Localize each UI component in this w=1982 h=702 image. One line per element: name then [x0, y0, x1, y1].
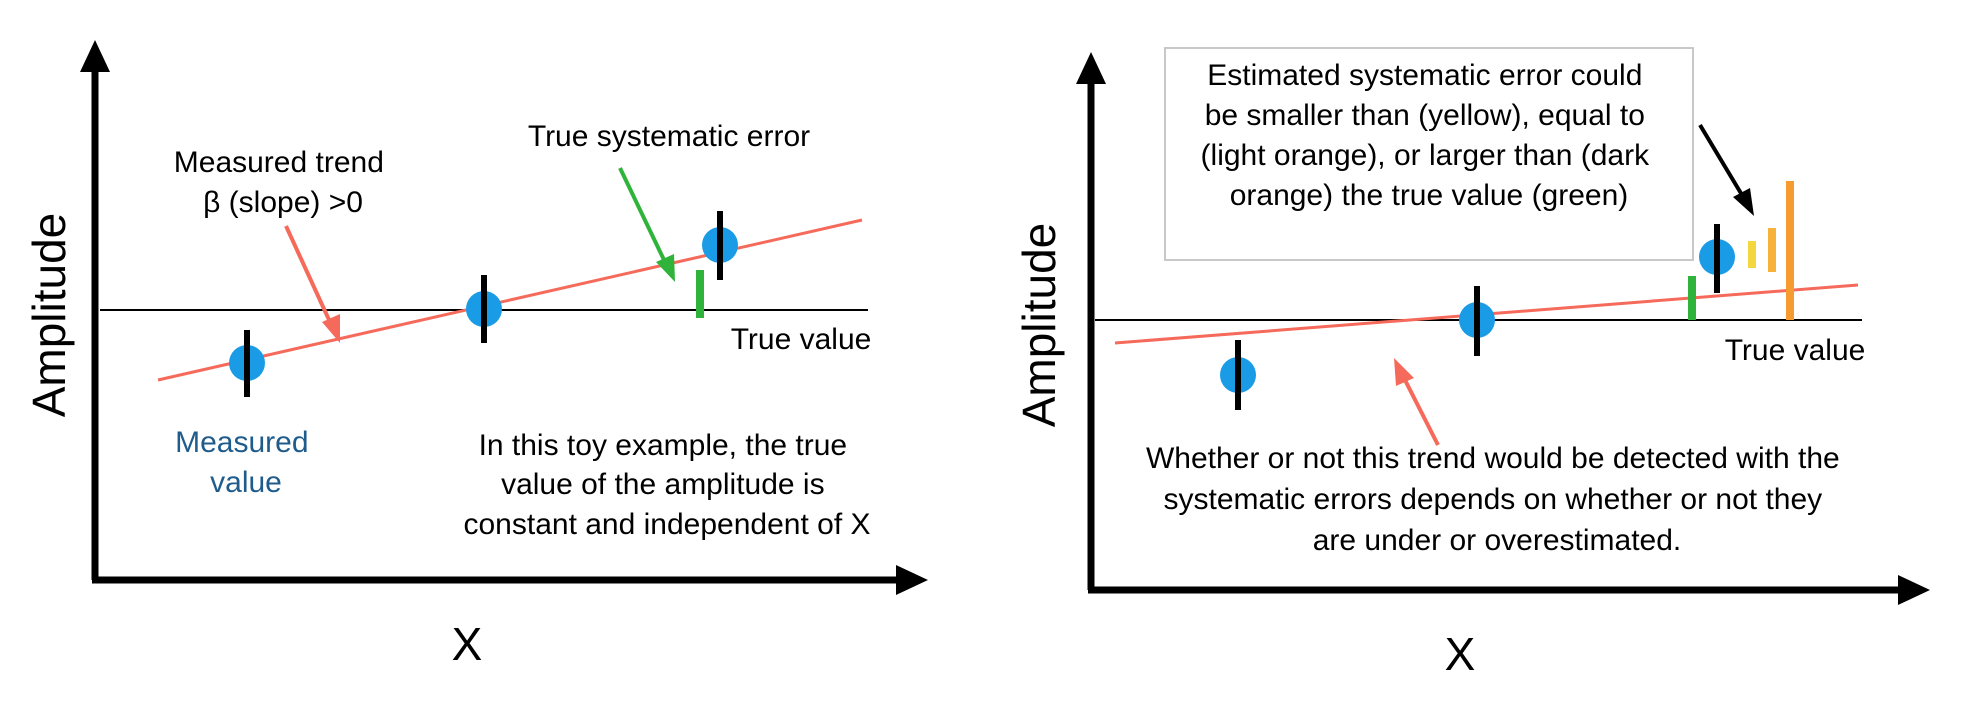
left-trend-line: [157, 218, 863, 382]
left-measured-point-3: [702, 211, 738, 280]
left-measured-trend-label: Measured trend β (slope) >0: [174, 146, 392, 219]
left-true-value-label: True value: [731, 323, 872, 356]
right-callout-text: Estimated systematic error could be smal…: [1201, 59, 1658, 212]
right-axes: [1076, 52, 1930, 605]
callout-line-2: be smaller than (yellow), equal to: [1205, 99, 1645, 132]
left-true-systematic-label: True systematic error: [528, 120, 810, 153]
right-note: Whether or not this trend would be detec…: [1146, 442, 1848, 557]
left-note-line-3: constant and independent of X: [464, 508, 871, 541]
callout-line-4: orange) the true value (green): [1230, 179, 1629, 212]
measured-value-line-2: value: [210, 466, 282, 499]
right-note-line-1: Whether or not this trend would be detec…: [1146, 442, 1840, 475]
left-measured-point-1: [229, 330, 265, 397]
right-note-line-2: systematic errors depends on whether or …: [1163, 483, 1822, 516]
right-callout-arrow: [1698, 123, 1754, 216]
left-x-axis-label: X: [452, 618, 483, 670]
right-measured-point-3: [1699, 224, 1735, 293]
measured-value-line-1: Measured: [175, 426, 308, 459]
left-axes: [80, 40, 928, 595]
measured-trend-line-1: Measured trend: [174, 146, 384, 179]
left-panel: Amplitude X Measured trend β (slope) >0 …: [23, 40, 928, 670]
left-measured-value-label: Measured value: [175, 426, 317, 499]
right-trend-arrow: [1394, 358, 1440, 446]
left-trend-arrow: [284, 225, 340, 343]
right-measured-point-2: [1459, 286, 1495, 356]
left-y-axis-label: Amplitude: [23, 213, 75, 418]
right-note-line-3: are under or overestimated.: [1313, 524, 1682, 557]
left-note-line-2: value of the amplitude is: [501, 468, 825, 501]
left-note: In this toy example, the true value of t…: [464, 429, 871, 541]
callout-line-1: Estimated systematic error could: [1207, 59, 1642, 92]
right-callout-box: [1164, 47, 1694, 261]
right-x-axis-label: X: [1445, 628, 1476, 680]
callout-line-3: (light orange), or larger than (dark: [1201, 139, 1651, 172]
left-true-error-arrow: [618, 167, 675, 282]
right-y-axis-label: Amplitude: [1013, 223, 1065, 428]
right-measured-point-1: [1220, 340, 1256, 410]
right-true-value-label: True value: [1725, 334, 1866, 367]
left-measured-point-2: [466, 275, 502, 343]
right-panel: Estimated systematic error could be smal…: [1013, 47, 1930, 680]
left-note-line-1: In this toy example, the true: [479, 429, 848, 462]
measured-trend-line-2: β (slope) >0: [203, 186, 363, 219]
